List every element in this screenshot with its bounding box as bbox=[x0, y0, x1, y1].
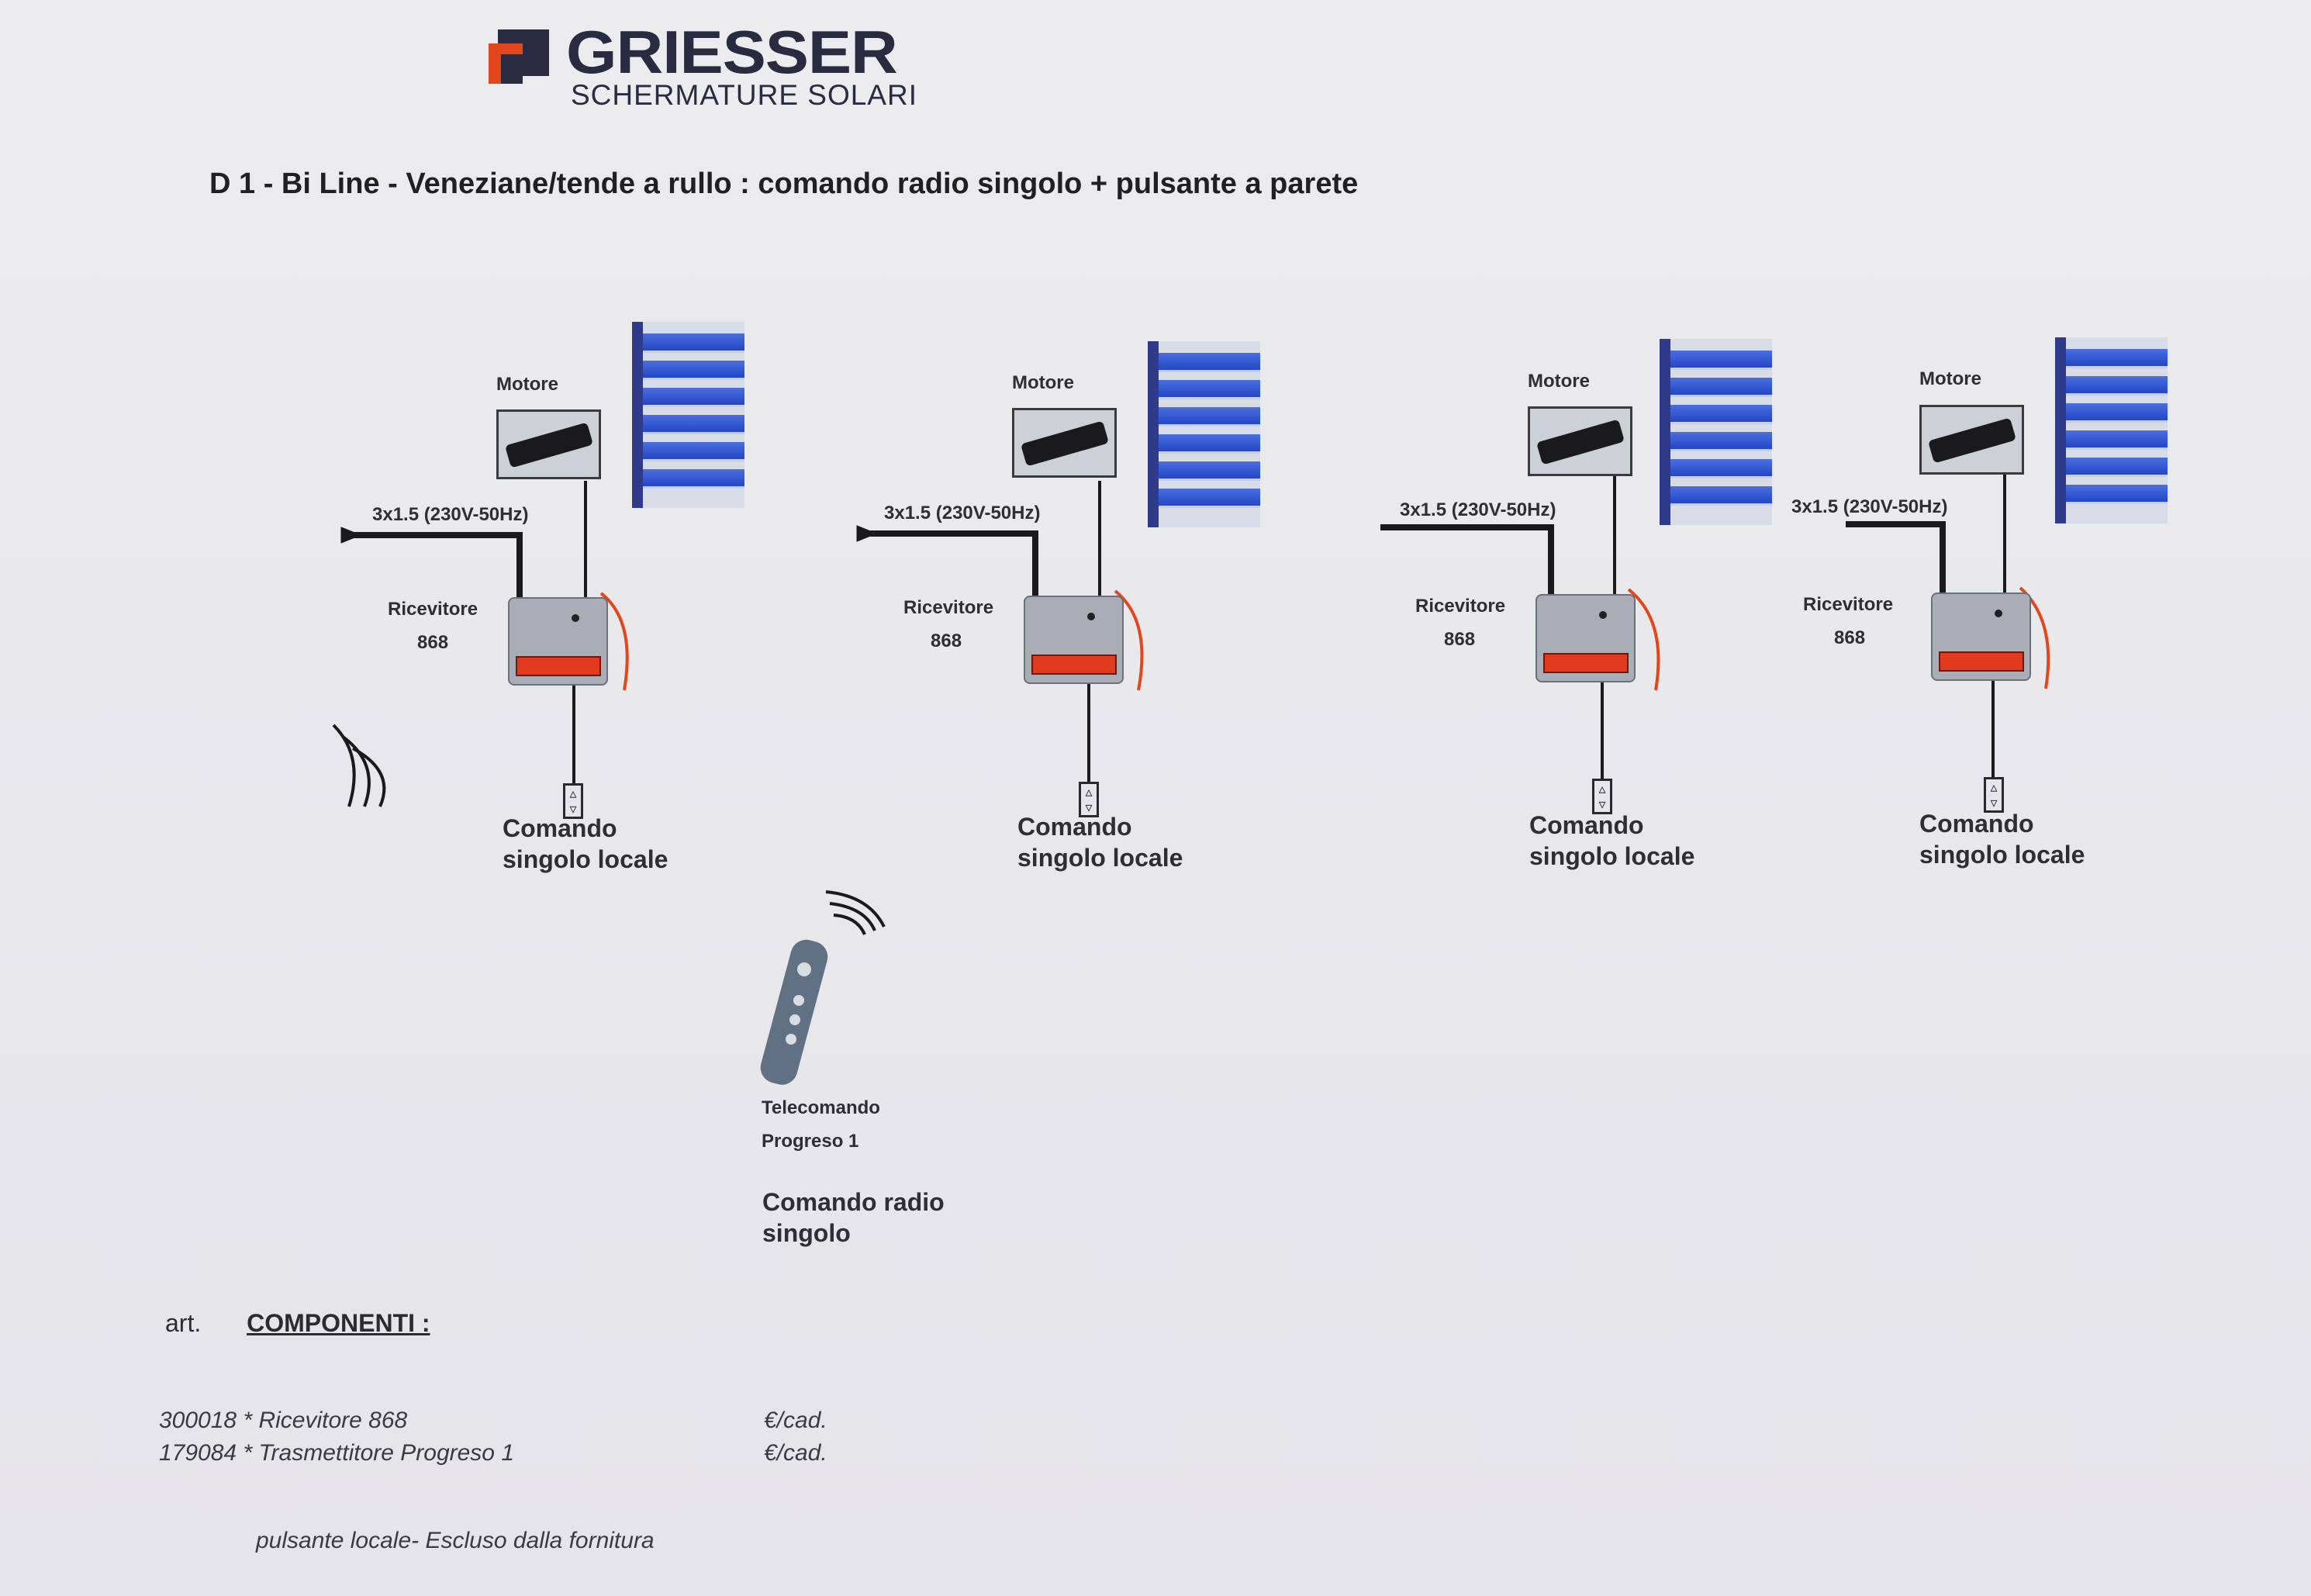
up-down-switch-icon: ▵▿ bbox=[1079, 782, 1099, 817]
blind-icon bbox=[632, 322, 744, 508]
up-down-switch-icon: ▵▿ bbox=[563, 783, 583, 819]
blind-icon bbox=[1660, 339, 1772, 525]
remote-control-icon bbox=[760, 939, 828, 1085]
motor-label: Motore bbox=[1919, 368, 1981, 389]
blind-unit-3: Motore 3x1.5 (230V-50Hz) Ricevitore 868 … bbox=[1400, 318, 1915, 884]
receiver-model: 868 bbox=[1444, 629, 1476, 650]
supply-note: pulsante locale- Escluso dalla fornitura bbox=[256, 1528, 655, 1553]
logo-subtitle: SCHERMATURE SOLARI bbox=[571, 79, 917, 111]
motor-label: Motore bbox=[1528, 371, 1590, 392]
receiver-label: Ricevitore bbox=[388, 599, 478, 620]
motor-label: Motore bbox=[496, 374, 558, 395]
blind-icon bbox=[2055, 337, 2168, 523]
receiver-icon bbox=[1931, 592, 2031, 681]
page-title: D 1 - Bi Line - Veneziane/tende a rullo … bbox=[209, 168, 1359, 200]
up-down-switch-icon: ▵▿ bbox=[1984, 777, 2004, 813]
components-heading: art. COMPONENTI : bbox=[165, 1309, 430, 1338]
receiver-model: 868 bbox=[417, 632, 449, 653]
motor-icon bbox=[1012, 408, 1117, 478]
receiver-label: Ricevitore bbox=[903, 597, 994, 618]
up-down-switch-icon: ▵▿ bbox=[1592, 779, 1612, 814]
motor-icon bbox=[1528, 406, 1632, 476]
receiver-model: 868 bbox=[931, 630, 962, 651]
receiver-label: Ricevitore bbox=[1415, 596, 1506, 617]
cable-label: 3x1.5 (230V-50Hz) bbox=[1791, 496, 1948, 517]
cable-label: 3x1.5 (230V-50Hz) bbox=[372, 504, 529, 525]
radio-waves-icon bbox=[825, 890, 886, 935]
blind-icon bbox=[1148, 341, 1260, 527]
receiver-model: 868 bbox=[1834, 627, 1866, 648]
motor-label: Motore bbox=[1012, 372, 1074, 393]
remote-label: Telecomando bbox=[762, 1097, 880, 1118]
wiring bbox=[340, 472, 2050, 783]
radio-waves-icon bbox=[332, 724, 386, 807]
logo-name: GRIESSER bbox=[566, 18, 898, 86]
art-label: art. bbox=[165, 1309, 202, 1337]
receiver-icon bbox=[508, 597, 608, 686]
motor-icon bbox=[1919, 405, 2024, 475]
receiver-label: Ricevitore bbox=[1803, 594, 1894, 615]
component-item: 300018 * Ricevitore 868 bbox=[159, 1408, 408, 1433]
motor-icon bbox=[496, 409, 601, 479]
receiver-icon bbox=[1024, 596, 1124, 684]
blind-unit-2: Motore 3x1.5 (230V-50Hz) Ricevitore 868 … bbox=[884, 318, 1400, 884]
component-price: €/cad. bbox=[764, 1440, 827, 1466]
cable-label: 3x1.5 (230V-50Hz) bbox=[884, 503, 1041, 523]
components-title: COMPONENTI : bbox=[247, 1309, 430, 1337]
receiver-icon bbox=[1535, 594, 1636, 682]
component-item: 179084 * Trasmettitore Progreso 1 bbox=[159, 1440, 515, 1466]
blind-unit-4: Motore 3x1.5 (230V-50Hz) Ricevitore 868 … bbox=[1791, 318, 2307, 884]
component-price: €/cad. bbox=[764, 1408, 827, 1433]
cable-label: 3x1.5 (230V-50Hz) bbox=[1400, 499, 1556, 520]
blind-unit-1: Motore 3x1.5 (230V-50Hz) Ricevitore 868 … bbox=[372, 318, 884, 884]
griesser-logo-icon bbox=[489, 29, 549, 84]
remote-model: Progreso 1 bbox=[762, 1131, 859, 1152]
